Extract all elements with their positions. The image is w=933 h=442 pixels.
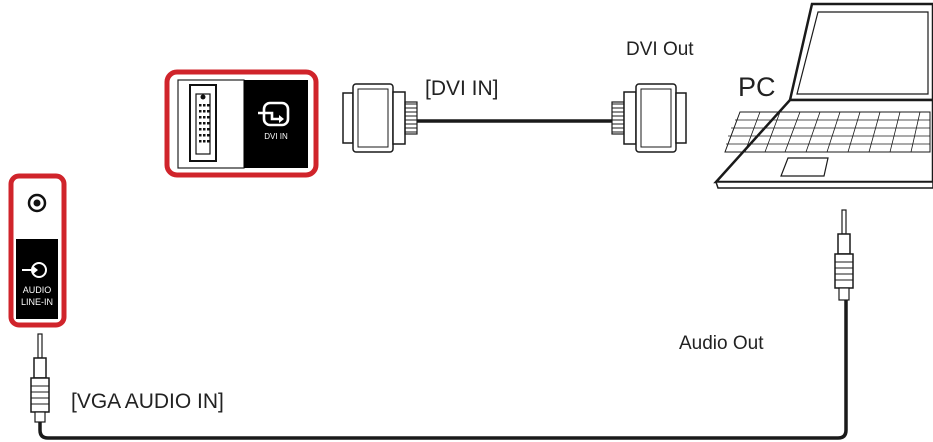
dvi-port-label: DVI IN: [264, 132, 288, 141]
dvi-connector-icon: [189, 84, 217, 162]
audio-port-label-line2: LINE-IN: [20, 297, 53, 307]
laptop-icon: [713, 2, 933, 189]
audio-port-panel: [8, 173, 67, 328]
dvi-port-panel: [164, 69, 319, 178]
audio-port-label-line1: AUDIO: [22, 285, 52, 295]
dvi-in-label: [DVI IN]: [425, 77, 499, 100]
dvi-out-label: DVI Out: [626, 39, 694, 60]
input-arrow-icon: [258, 101, 290, 127]
audio-in-arrow-icon: [22, 262, 47, 278]
pc-label: PC: [738, 72, 776, 102]
audio-cable: [30, 209, 854, 440]
audio-jack-icon: [27, 193, 47, 213]
dvi-cable: [342, 83, 687, 153]
vga-audio-in-label: [VGA AUDIO IN]: [71, 390, 224, 413]
audio-out-label: Audio Out: [679, 333, 764, 354]
